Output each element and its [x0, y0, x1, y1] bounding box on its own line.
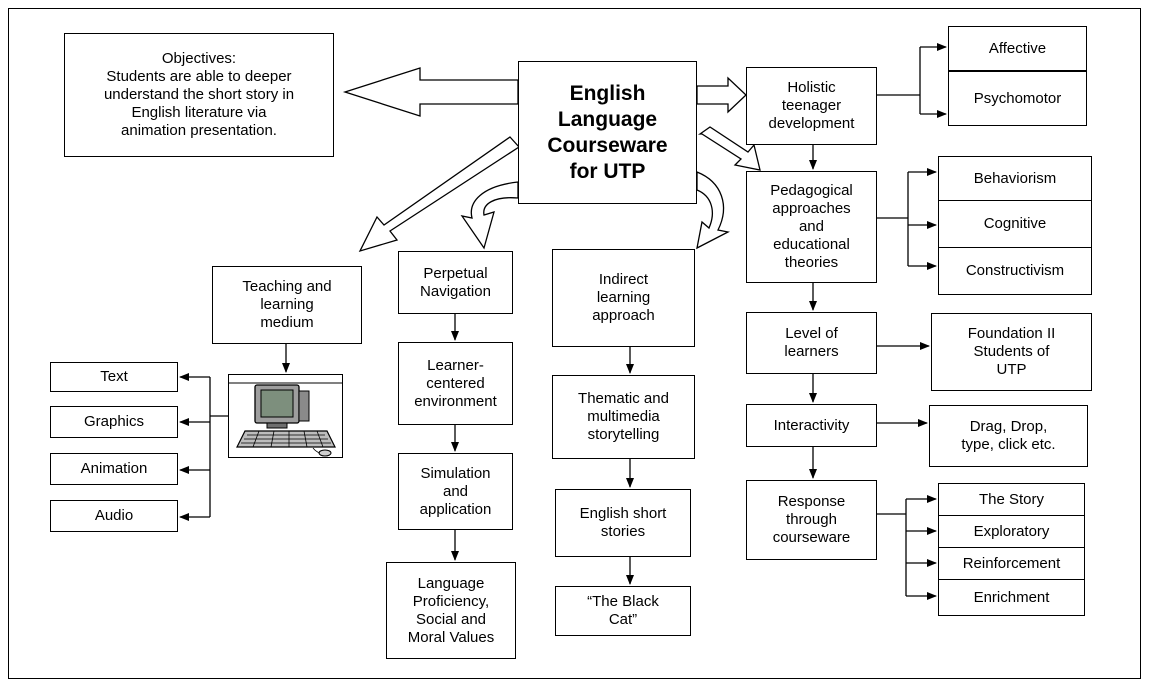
drag-drop-box: Drag, Drop, type, click etc.: [929, 405, 1088, 467]
black-cat-box: “The Black Cat”: [555, 586, 691, 636]
hollow-arrow-to-pedagogical: [697, 126, 761, 171]
learner-centered-box: Learner- centered environment: [398, 342, 513, 425]
language-proficiency-box: Language Proficiency, Social and Moral V…: [386, 562, 516, 659]
short-stories-box: English short stories: [555, 489, 691, 557]
objectives-box: Objectives: Students are able to deeper …: [64, 33, 334, 157]
level-of-learners-box: Level of learners: [746, 312, 877, 374]
behaviorism-box: Behaviorism: [938, 156, 1092, 201]
reinforcement-box: Reinforcement: [938, 548, 1085, 580]
teaching-medium-box: Teaching and learning medium: [212, 266, 362, 344]
interactivity-box: Interactivity: [746, 404, 877, 447]
graphics-box: Graphics: [50, 406, 178, 438]
pedagogical-box: Pedagogical approaches and educational t…: [746, 171, 877, 283]
computer-illustration: [228, 374, 343, 458]
diagram-frame: [8, 8, 1141, 679]
perpetual-navigation-box: Perpetual Navigation: [398, 251, 513, 314]
simulation-box: Simulation and application: [398, 453, 513, 530]
animation-box: Animation: [50, 453, 178, 485]
response-box: Response through courseware: [746, 480, 877, 560]
audio-box: Audio: [50, 500, 178, 532]
exploratory-box: Exploratory: [938, 516, 1085, 548]
foundation-box: Foundation II Students of UTP: [931, 313, 1092, 391]
indirect-learning-box: Indirect learning approach: [552, 249, 695, 347]
hollow-arrow-to-objectives: [342, 67, 519, 117]
holistic-box: Holistic teenager development: [746, 67, 877, 145]
computer-icon: [229, 382, 342, 457]
cognitive-box: Cognitive: [938, 201, 1092, 248]
hollow-arrow-to-teaching: [358, 136, 520, 253]
enrichment-box: Enrichment: [938, 580, 1085, 616]
central-title-box: English Language Courseware for UTP: [518, 61, 697, 204]
psychomotor-box: Psychomotor: [948, 71, 1087, 126]
curved-arrow-to-navigation: [460, 181, 519, 250]
affective-box: Affective: [948, 26, 1087, 71]
hollow-arrow-to-holistic: [696, 76, 747, 114]
the-story-box: The Story: [938, 483, 1085, 516]
constructivism-box: Constructivism: [938, 248, 1092, 295]
curved-arrow-to-indirect: [696, 171, 730, 250]
thematic-box: Thematic and multimedia storytelling: [552, 375, 695, 459]
text-box: Text: [50, 362, 178, 392]
